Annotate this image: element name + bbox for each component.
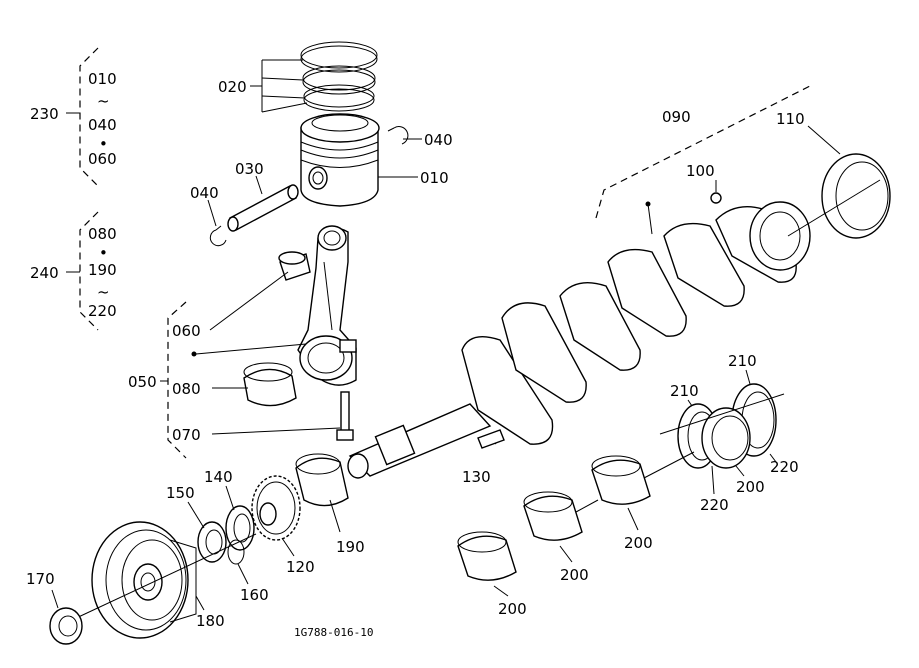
group-240-item-2: • [99, 244, 108, 262]
callout-010: 010 [420, 169, 449, 187]
gear-washer [225, 505, 255, 551]
callout-190: 190 [336, 538, 365, 556]
main-bearing-3 [591, 455, 651, 505]
callout-040-left: 040 [190, 184, 219, 202]
crank-pulley [91, 521, 197, 639]
group-050-number: 050 [128, 373, 157, 391]
callout-170: 170 [26, 570, 55, 588]
conrod-bolt [336, 391, 354, 441]
callout-220-left: 220 [700, 496, 729, 514]
callout-120: 120 [286, 558, 315, 576]
group-240-bracket [66, 211, 99, 331]
group-090-bracket [595, 85, 811, 219]
o-ring [227, 539, 245, 565]
callout-110: 110 [776, 110, 805, 128]
group-230-item-3: 040 [88, 116, 117, 134]
group-230-item-2: ~ [97, 92, 110, 110]
main-bearing-1 [457, 531, 517, 581]
group-230-number: 230 [30, 105, 59, 123]
callout-180: 180 [196, 612, 225, 630]
big-end-bearing [243, 362, 297, 407]
group-240-item-4: ~ [97, 283, 110, 301]
crank-key [477, 429, 505, 449]
callout-020: 020 [218, 78, 247, 96]
callout-200-3: 200 [624, 534, 653, 552]
callout-220-right: 220 [770, 458, 799, 476]
callout-080: 080 [172, 380, 201, 398]
callout-130: 130 [462, 468, 491, 486]
small-end-bushing [278, 251, 311, 281]
pulley-nut [49, 607, 83, 645]
callout-140: 140 [204, 468, 233, 486]
crankshaft [347, 201, 811, 479]
callout-210-upper: 210 [728, 352, 757, 370]
group-230-item-4: • [99, 135, 108, 153]
callout-200-2: 200 [560, 566, 589, 584]
group-230-item-5: 060 [88, 150, 117, 168]
group-090-number: 090 [662, 108, 691, 126]
group-240-item-5: 220 [88, 302, 117, 320]
piston-rings [300, 41, 378, 112]
callout-040-right: 040 [424, 131, 453, 149]
crank-gear [251, 475, 301, 541]
leader-020 [250, 59, 308, 113]
main-bearing-2 [523, 491, 583, 541]
group-050-bracket [160, 301, 187, 459]
callout-160: 160 [240, 586, 269, 604]
group-240-number: 240 [30, 264, 59, 282]
piston [300, 113, 380, 207]
main-bearing-flanged [701, 407, 751, 469]
callout-030: 030 [235, 160, 264, 178]
ball [710, 192, 722, 204]
callout-060: 060 [172, 322, 201, 340]
callout-210-lower: 210 [670, 382, 699, 400]
circlip-right [387, 126, 409, 145]
callout-100: 100 [686, 162, 715, 180]
callout-200-flanged: 200 [736, 478, 765, 496]
front-bearing [295, 453, 349, 507]
group-230-bracket [66, 47, 99, 187]
drawing-code: 1G788-016-10 [294, 626, 373, 639]
piston-pin [227, 184, 299, 232]
callout-150: 150 [166, 484, 195, 502]
callout-200-1: 200 [498, 600, 527, 618]
collar [197, 521, 227, 563]
group-240-item-1: 080 [88, 225, 117, 243]
callout-070: 070 [172, 426, 201, 444]
rear-seal [787, 153, 891, 239]
circlip-left [209, 225, 227, 247]
group-240-item-3: 190 [88, 261, 117, 279]
group-230-item-1: 010 [88, 70, 117, 88]
connecting-rod [297, 225, 357, 386]
